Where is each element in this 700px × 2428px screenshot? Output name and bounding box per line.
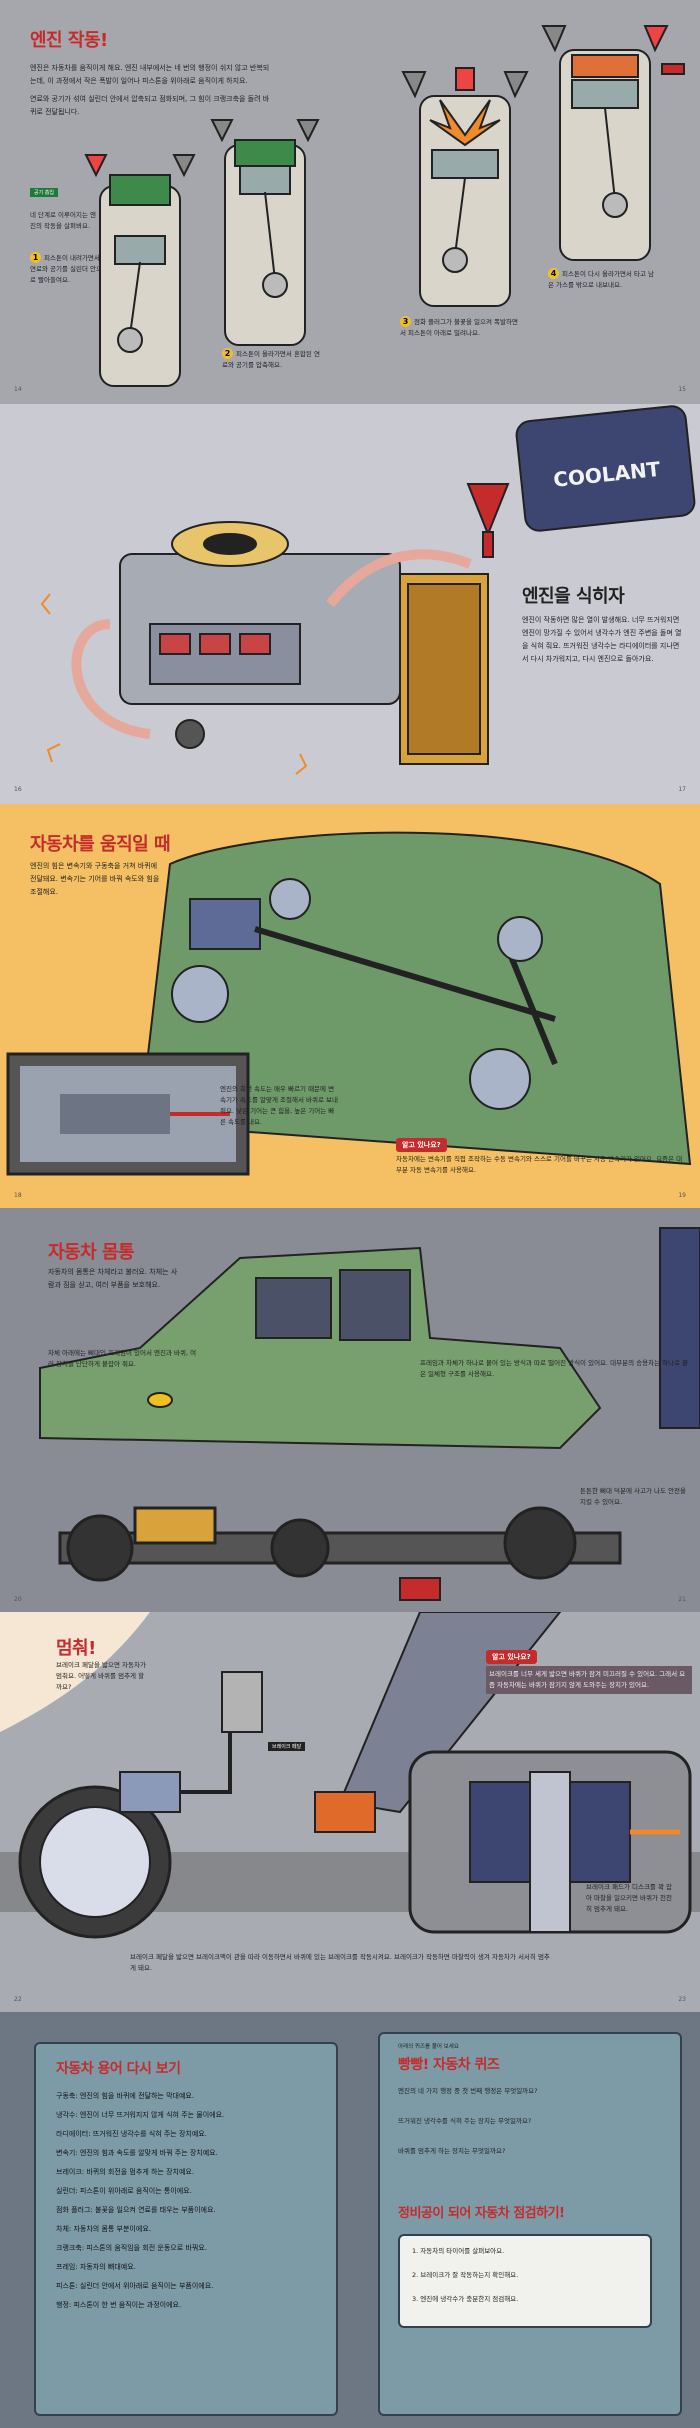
checklist-item: 2. 브레이크가 잘 작동하는지 확인해요. bbox=[412, 2271, 519, 2279]
page-number: 14 bbox=[14, 386, 22, 393]
section-review: 자동차 용어 다시 보기 구동축: 엔진의 힘을 바퀴에 전달하는 막대예요. … bbox=[0, 2012, 700, 2428]
section-title: 자동차를 움직일 때 bbox=[30, 834, 171, 855]
know-text: 자동차에는 변속기를 직접 조작하는 수동 변속기와 스스로 기어를 바꾸는 자… bbox=[396, 1155, 683, 1174]
know-badge: 알고 있나요? bbox=[396, 1138, 447, 1152]
section-brakes: 멈춰! 브레이크 페달을 밟으면 자동차가 멈춰요. 어떻게 바퀴를 멈추게 할… bbox=[0, 1612, 700, 2012]
cylinder-4-illustration bbox=[541, 25, 685, 261]
section-paragraph: 자동차의 몸통은 차체라고 불러요. 차체는 사람과 짐을 싣고, 여러 부품을… bbox=[48, 1268, 178, 1289]
know-badge: 알고 있나요? bbox=[486, 1650, 537, 1664]
step-number: 1 bbox=[30, 252, 41, 263]
step-number: 2 bbox=[222, 348, 233, 359]
frame-text: 차체 아래에는 뼈대인 프레임이 있어서 엔진과 바퀴, 여러 장치를 단단하게… bbox=[48, 1349, 197, 1368]
list-item: 구동축: 엔진의 힘을 바퀴에 전달하는 막대예요. bbox=[56, 2092, 195, 2100]
section-engine-cooling: COOLANT 엔진을 식히자 엔진이 작동하면 많은 열이 발생해요. 너무 … bbox=[0, 404, 700, 804]
step-text: 점화 플러그가 불꽃을 일으켜 폭발하면서 피스톤이 아래로 밀려나요. bbox=[400, 318, 518, 337]
step-text: 피스톤이 내려가면서 연료와 공기를 실린더 안으로 빨아들여요. bbox=[30, 254, 102, 284]
page-number: 17 bbox=[678, 786, 686, 793]
step-number: 4 bbox=[548, 268, 559, 279]
page-number: 19 bbox=[678, 1192, 686, 1199]
section-paragraph: 엔진이 작동하면 많은 열이 발생해요. 너무 뜨거워지면 엔진이 망가질 수 … bbox=[522, 616, 682, 663]
page-number: 20 bbox=[14, 1596, 22, 1603]
diagram-text: 브레이크 패드가 디스크를 꽉 잡아 마찰을 일으키면 바퀴가 천천히 멈추게 … bbox=[586, 1883, 673, 1913]
section-moving-car: 자동차를 움직일 때 엔진의 힘은 변속기와 구동축을 거쳐 바퀴에 전달돼요.… bbox=[0, 804, 700, 1208]
mechanic-title: 정비공이 되어 자동차 점검하기! bbox=[398, 2206, 565, 2221]
drivetrain-illustration bbox=[6, 831, 692, 1176]
bottom-text: 튼튼한 뼈대 덕분에 사고가 나도 안전을 지킬 수 있어요. bbox=[580, 1487, 687, 1506]
paragraph: 엔진은 자동차를 움직이게 해요. 엔진 내부에서는 네 번의 행정이 쉬지 않… bbox=[30, 64, 270, 85]
checklist-item: 1. 자동차의 타이어를 살펴보아요. bbox=[412, 2247, 505, 2255]
air-intake-tag: 공기 흡입 bbox=[30, 188, 58, 197]
step-number: 3 bbox=[400, 316, 411, 327]
list-item: 행정: 피스톤이 한 번 움직이는 과정이에요. bbox=[56, 2301, 182, 2309]
step-text: 피스톤이 올라가면서 혼합된 연료와 공기를 압축해요. bbox=[222, 350, 320, 369]
quiz-item: 엔진의 네 가지 행정 중 첫 번째 행정은 무엇일까요? bbox=[398, 2087, 538, 2095]
brake-pedal-tag: 브레이크 페달 bbox=[268, 1742, 306, 1751]
list-item: 크랭크축: 피스톤의 움직임을 회전 운동으로 바꿔요. bbox=[56, 2244, 207, 2252]
glossary-panel bbox=[34, 2042, 338, 2416]
checklist-card bbox=[398, 2234, 652, 2328]
section-paragraph: 엔진의 힘은 변속기와 구동축을 거쳐 바퀴에 전달돼요. 변속기는 기어를 바… bbox=[30, 862, 160, 896]
quiz-panel bbox=[378, 2032, 682, 2416]
section-car-body: 자동차 몸통 자동차의 몸통은 차체라고 불러요. 차체는 사람과 짐을 싣고,… bbox=[0, 1208, 700, 1612]
page-number: 18 bbox=[14, 1192, 22, 1199]
cylinder-3-illustration bbox=[401, 67, 529, 307]
section-paragraph: 브레이크 페달을 밟으면 자동차가 멈춰요. 어떻게 바퀴를 멈추게 할까요? bbox=[56, 1661, 146, 1691]
quiz-item: 바퀴를 멈추게 하는 장치는 무엇일까요? bbox=[398, 2147, 506, 2155]
list-item: 피스톤: 실린더 안에서 위아래로 움직이는 부품이에요. bbox=[56, 2282, 214, 2290]
list-item: 실린더: 피스톤이 위아래로 움직이는 통이에요. bbox=[56, 2187, 192, 2195]
list-item: 점화 플러그: 불꽃을 일으켜 연료를 태우는 부품이에요. bbox=[56, 2206, 216, 2214]
quiz-item: 뜨거워진 냉각수를 식혀 주는 장치는 무엇일까요? bbox=[398, 2117, 532, 2125]
bottom-text: 브레이크 페달을 밟으면 브레이크액이 관을 따라 이동하면서 바퀴에 있는 브… bbox=[130, 1953, 550, 1972]
right-text: 프레임과 차체가 하나로 붙어 있는 방식과 따로 떨어진 방식이 있어요. 대… bbox=[420, 1359, 689, 1378]
list-item: 변속기: 엔진의 힘과 속도를 알맞게 바꿔 주는 장치예요. bbox=[56, 2149, 218, 2157]
quiz-title: 빵빵! 자동차 퀴즈 bbox=[398, 2057, 500, 2073]
page-number: 23 bbox=[678, 1996, 686, 2003]
glossary-list: 구동축: 엔진의 힘을 바퀴에 전달하는 막대예요. 냉각수: 엔진이 너무 뜨… bbox=[56, 2090, 326, 2318]
intro-paragraphs: 엔진은 자동차를 움직이게 해요. 엔진 내부에서는 네 번의 행정이 쉬지 않… bbox=[30, 62, 270, 124]
page-number: 21 bbox=[678, 1596, 686, 1603]
step-text: 피스톤이 다시 올라가면서 타고 남은 가스를 밖으로 내보내요. bbox=[548, 270, 654, 289]
section-title: 멈춰! bbox=[56, 1638, 96, 1659]
paragraph: 연료와 공기가 섞여 실린더 안에서 압축되고 점화되며, 그 힘이 크랭크축을… bbox=[30, 95, 270, 116]
glossary-title: 자동차 용어 다시 보기 bbox=[56, 2061, 181, 2077]
section-engine-work: 엔진 작동! 엔진은 자동차를 움직이게 해요. 엔진 내부에서는 네 번의 행… bbox=[0, 0, 700, 404]
list-item: 차체: 자동차의 몸통 부분이에요. bbox=[56, 2225, 151, 2233]
intro-note: 네 단계로 이루어지는 엔진의 작동을 살펴봐요. bbox=[30, 211, 96, 230]
list-item: 브레이크: 바퀴의 회전을 멈추게 하는 장치예요. bbox=[56, 2168, 195, 2176]
know-text: 브레이크를 너무 세게 밟으면 바퀴가 잠겨 미끄러질 수 있어요. 그래서 요… bbox=[486, 1666, 692, 1694]
section-title: 엔진 작동! bbox=[30, 30, 108, 51]
quiz-subtitle: 아래의 퀴즈를 풀어 보세요 bbox=[398, 2044, 459, 2050]
engine-stroke-illustrations bbox=[84, 25, 685, 387]
page-number: 22 bbox=[14, 1996, 22, 2003]
cylinder-2-illustration bbox=[210, 119, 320, 346]
gear-text: 엔진의 회전 속도는 매우 빠르기 때문에 변속기가 속도를 알맞게 조절해서 … bbox=[220, 1085, 338, 1126]
checklist-item: 3. 엔진에 냉각수가 충분한지 점검해요. bbox=[412, 2295, 519, 2303]
car-body-illustration bbox=[39, 1227, 700, 1601]
list-item: 냉각수: 엔진이 너무 뜨거워지지 않게 식혀 주는 물이에요. bbox=[56, 2111, 225, 2119]
list-item: 라디에이터: 뜨거워진 냉각수를 식혀 주는 장치예요. bbox=[56, 2130, 207, 2138]
page-number: 16 bbox=[14, 786, 22, 793]
section-title: 엔진을 식히자 bbox=[522, 586, 625, 607]
cooling-illustration: COOLANT bbox=[40, 405, 696, 775]
list-item: 프레임: 자동차의 뼈대예요. bbox=[56, 2263, 136, 2271]
page-number: 15 bbox=[678, 386, 686, 393]
section-title: 자동차 몸통 bbox=[48, 1242, 135, 1263]
cylinder-1-illustration bbox=[84, 154, 196, 387]
